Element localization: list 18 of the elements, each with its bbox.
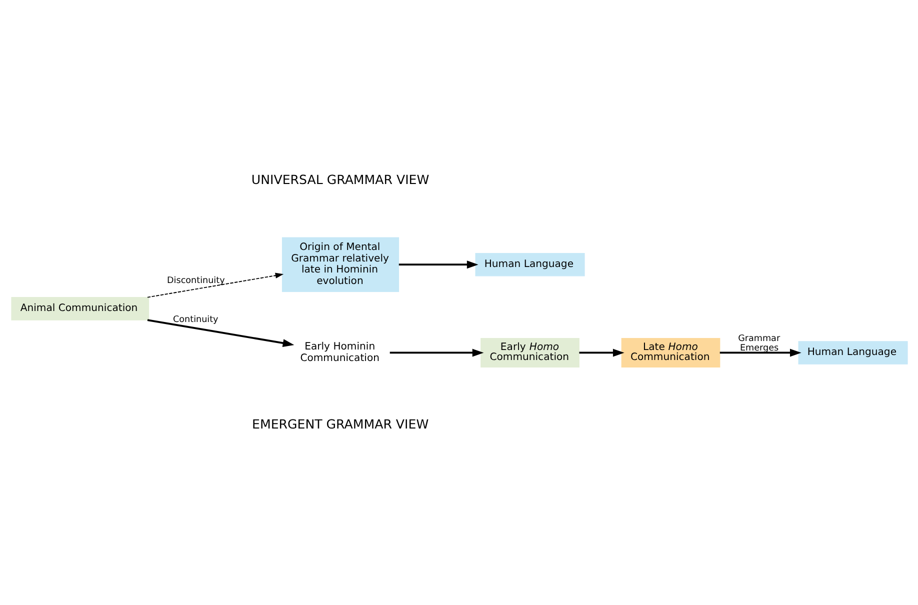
node-box: Early Homo Communication [480,337,579,368]
label: EMERGENT GRAMMAR VIEW [252,416,428,431]
arrow [146,272,284,298]
arrow [578,348,624,356]
node-box: Human Language [798,340,908,364]
node-box: Human Language [474,252,584,276]
label: UNIVERSAL GRAMMAR VIEW [250,172,429,186]
arrow [719,348,801,356]
edge-label: Discontinuity [166,275,224,286]
node-text: Early Hominin Communication [300,340,380,364]
node-box: Animal Communication [10,296,149,320]
edge-label: Grammar Emerges [738,333,780,353]
arrow [146,318,294,346]
arrow [389,348,484,356]
node-box: Late Homo Communication [620,337,720,368]
node-box: Origin of Mental Grammar relatively late in Hominin evolution [281,236,399,292]
edge-label: Continuity [172,314,218,325]
arrow [398,260,478,268]
